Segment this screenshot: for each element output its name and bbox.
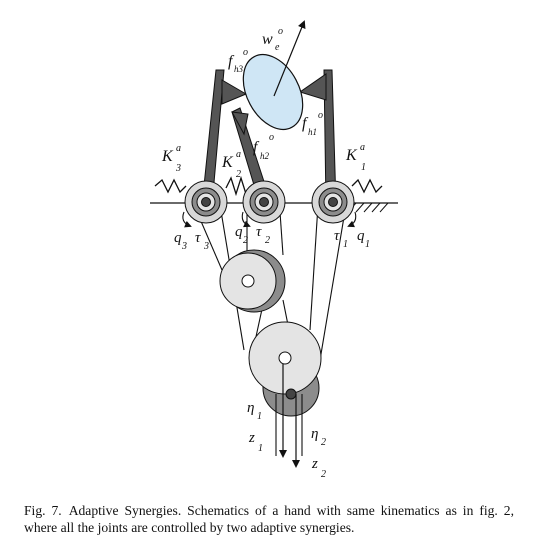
label-k3: K	[161, 148, 174, 165]
label-tau1: τ	[334, 228, 340, 244]
fingertip-3	[221, 79, 248, 105]
label-eta1: η	[247, 400, 254, 416]
label-z1-sub: 1	[258, 443, 263, 454]
label-q3: q	[174, 230, 182, 246]
rotation-arrow-3	[182, 211, 192, 228]
caption-text: Adaptive Synergies. Schematics of a hand…	[24, 503, 514, 535]
label-tau2-sub: 2	[265, 235, 270, 246]
label-fh2-sub: h2	[260, 151, 270, 161]
label-tau3: τ	[195, 230, 201, 246]
label-k2-sup: a	[236, 149, 241, 160]
label-fh3: f	[228, 53, 235, 70]
label-q2-sub: 2	[243, 235, 248, 246]
grasped-object	[242, 54, 304, 130]
ground-hatch	[347, 202, 389, 213]
wrench-arrow	[273, 20, 306, 97]
spring-k3	[154, 178, 187, 194]
label-q1: q	[357, 228, 365, 244]
label-eta1-sub: 1	[257, 411, 262, 422]
label-w-sup: o	[278, 26, 283, 37]
pulley-2	[248, 321, 322, 417]
label-fh3-sub: h3	[234, 64, 244, 74]
label-z1: z	[248, 430, 255, 446]
label-eta2-sub: 2	[321, 437, 326, 448]
label-fh1-sub: h1	[308, 127, 317, 137]
label-k1: K	[345, 147, 358, 164]
label-tau2: τ	[256, 224, 262, 240]
spring-k1	[351, 178, 383, 194]
label-k2-sub: 2	[236, 169, 241, 180]
label-k1-sup: a	[360, 142, 365, 153]
label-tau1-sub: 1	[343, 239, 348, 250]
joint-3	[184, 180, 228, 224]
label-q2: q	[235, 224, 243, 240]
label-w-sub: e	[275, 42, 280, 53]
label-k2: K	[221, 154, 234, 171]
label-q3-sub: 3	[181, 241, 187, 252]
label-k3-sub: 3	[175, 163, 181, 174]
label-q1-sub: 1	[365, 239, 370, 250]
label-k3-sup: a	[176, 143, 181, 154]
fingertip-1	[298, 73, 327, 101]
label-z2: z	[311, 456, 318, 472]
figure-number: Fig. 7.	[24, 503, 62, 518]
label-fh2: f	[253, 139, 260, 156]
rotation-arrow-1	[347, 211, 357, 228]
label-k1-sub: 1	[361, 162, 366, 173]
joint-2	[242, 180, 286, 224]
label-fh1-sup: o	[318, 110, 323, 121]
label-w: w	[262, 31, 273, 48]
figure-caption: Fig. 7.Adaptive Synergies. Schematics of…	[24, 502, 514, 536]
label-z2-sub: 2	[321, 469, 326, 480]
fingertip-2	[231, 111, 249, 136]
joint-1	[311, 180, 355, 224]
label-fh2-sup: o	[269, 132, 274, 143]
label-tau3-sub: 3	[203, 241, 209, 252]
rotation-arrow-2	[241, 211, 251, 228]
pulley-1	[219, 249, 286, 313]
label-fh3-sup: o	[243, 47, 248, 58]
label-eta2: η	[311, 426, 318, 442]
label-fh1: f	[302, 115, 309, 132]
